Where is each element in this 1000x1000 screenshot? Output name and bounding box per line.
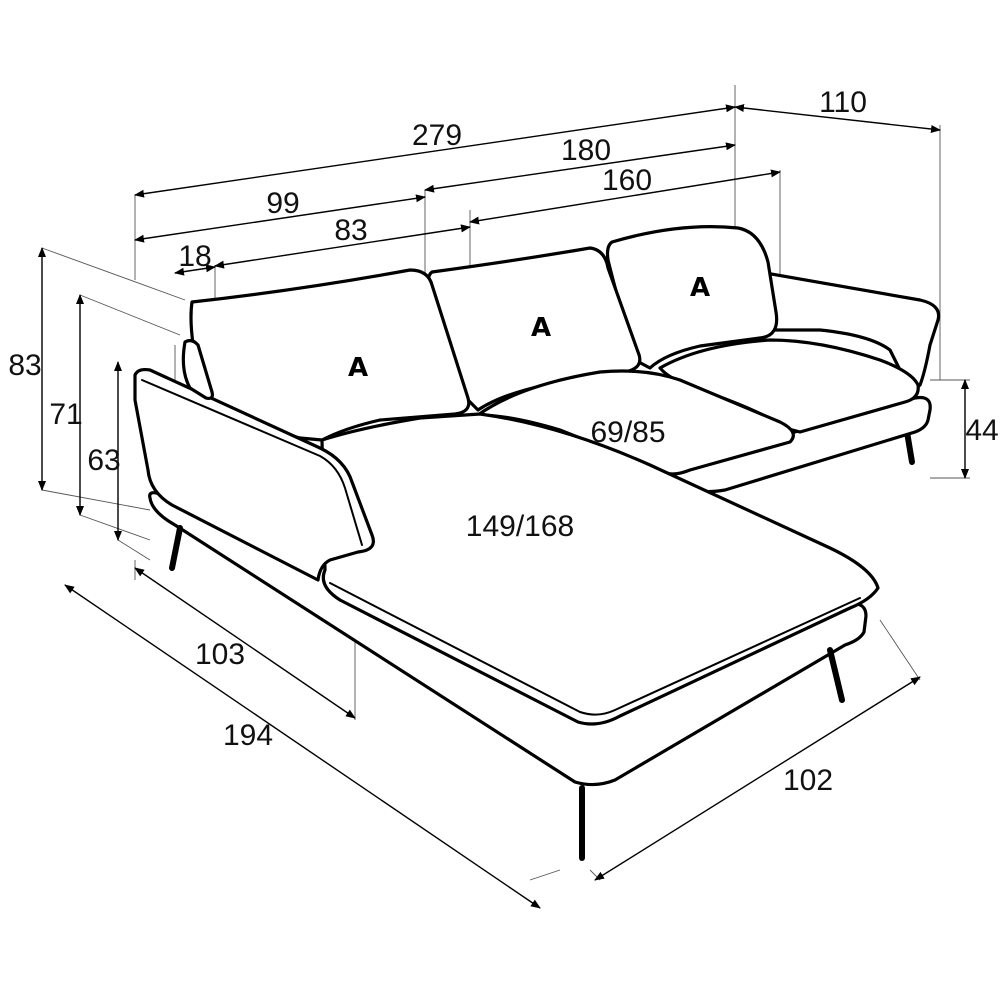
left-armrest-welt bbox=[141, 379, 363, 546]
back-cushion-right bbox=[605, 225, 779, 370]
left-armrest bbox=[133, 367, 375, 582]
cushion-label-right: A bbox=[690, 273, 710, 303]
dim-total-depth: 194 bbox=[223, 719, 273, 752]
dim-seat-depth: 69/85 bbox=[590, 416, 665, 449]
dim-seat-width: 160 bbox=[602, 164, 652, 197]
dim-arm-width: 18 bbox=[178, 240, 211, 273]
dim-total-height: 83 bbox=[8, 349, 41, 382]
dim-arm-height: 63 bbox=[87, 444, 120, 477]
right-armrest bbox=[758, 270, 941, 390]
dim-chaise-depth-top: 110 bbox=[819, 86, 867, 119]
cushion-label-left: A bbox=[348, 353, 368, 383]
dim-chaise-seat-width: 83 bbox=[334, 214, 367, 247]
chaise-cushion-welt bbox=[329, 582, 861, 716]
dim-sofa-width: 180 bbox=[561, 134, 611, 167]
dim-seat-height: 44 bbox=[965, 414, 998, 447]
cushion-label-middle: A bbox=[531, 313, 551, 343]
dimension-labels: 279 110 180 160 99 83 18 83 71 63 44 69/… bbox=[8, 86, 998, 797]
chaise-cushion bbox=[320, 412, 880, 726]
dim-chaise-front-width: 102 bbox=[783, 764, 833, 797]
left-back-edge bbox=[181, 338, 214, 400]
dim-chaise-width: 99 bbox=[266, 187, 299, 220]
dim-sofa-depth: 103 bbox=[195, 638, 245, 671]
leg-chaise-right bbox=[827, 647, 845, 703]
sofa-illustration: A A A bbox=[133, 225, 941, 861]
leg-left-front bbox=[169, 525, 183, 571]
dim-back-height: 71 bbox=[49, 398, 82, 431]
dim-chaise-length: 149/168 bbox=[466, 510, 574, 543]
dim-total-width: 279 bbox=[412, 119, 462, 152]
